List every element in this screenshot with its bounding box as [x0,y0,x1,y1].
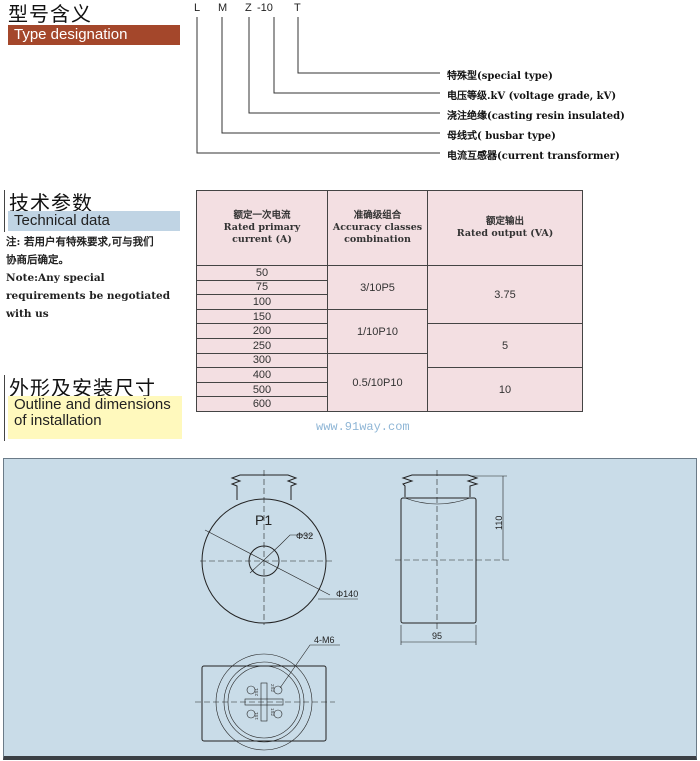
code-letter: T [294,2,301,14]
header-en: Rated output (VA) [456,228,554,239]
note-line: 注: 若用户有特殊要求,可与我们 [6,236,154,248]
note-line: 协商后确定。 [6,254,69,266]
front-view [200,470,358,625]
label-4-m6: 4-M6 [314,635,335,645]
header-en: combination [344,234,411,245]
code-letter: L [194,2,201,14]
designation-label: 电流互感器(current transformer) [447,151,620,162]
section-title-cn: 型号含义 [8,2,92,26]
designation-label: 浇注绝缘(casting resin insulated) [447,111,625,122]
watermark: www.91way.com [316,420,410,434]
header-en: Rated primary [223,222,301,233]
note-line: requirements be negotiated [6,290,171,302]
code-letter: -10 [257,2,273,14]
label-phi140: Φ140 [336,589,358,599]
note-line: with us [6,308,49,320]
table-header: 额定一次电流 Rated primary current (A) [196,190,328,266]
header-en: current (A) [232,234,292,245]
divider [4,190,5,232]
current-cell: 600 [196,396,328,412]
designation-label: 特殊型(special type) [447,71,553,82]
code-letter: M [218,2,228,14]
table-header: 额定输出 Rated output (VA) [427,190,583,266]
header-cn: 额定输出 [485,216,524,227]
section-title-en: Outline and dimensions of installation [8,396,182,439]
output-cell: 10 [427,367,583,412]
accuracy-cell: 3/10P5 [327,265,428,310]
designation-label: 母线式( busbar type) [447,131,556,142]
header-cn: 额定一次电流 [233,210,291,221]
note: 注: 若用户有特殊要求,可与我们 协商后确定。 Note:Any special… [6,233,186,323]
label-110: 110 [494,516,504,530]
current-cell: 200 [196,323,328,339]
terminal-label: 1S2 [270,708,275,717]
terminal-label: 2S1 [254,687,259,696]
current-cell: 100 [196,294,328,310]
terminal-label: 1S1 [254,711,259,720]
accuracy-cell: 0.5/10P10 [327,353,428,412]
drawing-panel [3,458,697,760]
title-line: of installation [14,412,102,429]
label-p1: P1 [255,512,272,528]
side-view [395,470,510,645]
designation-lines [196,17,440,154]
terminal-label: 2S2 [270,684,275,693]
designation-label: 电压等级.kV (voltage grade, kV) [447,91,617,102]
divider [4,375,5,441]
header-cn: 准确级组合 [353,210,402,221]
bottom-view [195,644,340,751]
title-line: Outline and dimensions [14,396,171,413]
label-95: 95 [432,631,442,641]
section-title-en: Technical data [8,211,180,231]
code-letter: Z [245,2,252,14]
label-phi32: Φ32 [296,531,313,541]
section-title-en: Type designation [8,25,180,45]
output-cell: 3.75 [427,265,583,324]
note-line: Note:Any special [6,272,105,284]
header-en: Accuracy classes [332,222,423,233]
table-header: 准确级组合 Accuracy classes combination [327,190,428,266]
